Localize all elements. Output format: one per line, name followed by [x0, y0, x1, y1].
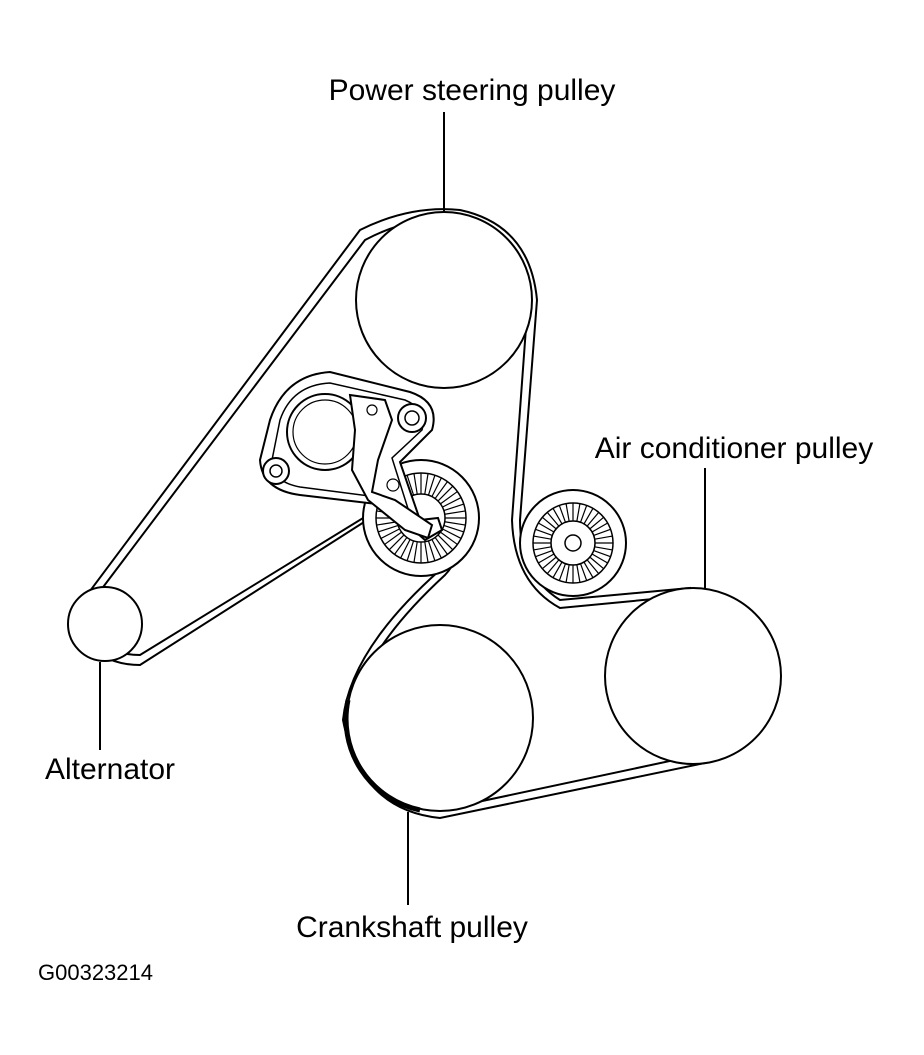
pulley-rib	[583, 561, 594, 578]
pulley-rib	[541, 556, 557, 570]
pulley-rib	[437, 534, 454, 551]
pulley-rib	[427, 475, 436, 496]
pulley-rib	[443, 524, 464, 533]
pulley-rib	[583, 508, 594, 525]
pulley-rib	[424, 541, 429, 563]
pulley-rib	[440, 531, 458, 545]
pulley-rib	[535, 528, 553, 537]
pulley-rib	[442, 528, 462, 539]
pulley-rib	[538, 522, 555, 533]
air-conditioner-pulley	[604, 587, 782, 765]
pulley-rib	[591, 522, 608, 533]
crankshaft-pulley	[343, 624, 534, 813]
alternator-label: Alternator	[45, 753, 175, 786]
pulley-rib	[413, 541, 418, 563]
power-steering-label: Power steering pulley	[329, 74, 616, 107]
pulley-rib	[579, 563, 588, 581]
pulley-rib	[406, 475, 415, 496]
tensioner-bracket	[258, 370, 444, 542]
pulley-rib	[593, 528, 611, 537]
power-steering-pulley	[355, 211, 533, 389]
pulley-rib	[413, 473, 418, 495]
pulley-rib	[431, 539, 442, 559]
pulley-rib	[378, 524, 399, 533]
idler-pulley	[519, 489, 627, 597]
pulley-rib	[406, 540, 415, 561]
figure-code: G00323214	[38, 960, 153, 985]
pulley-rib	[591, 553, 608, 564]
pulley-rib	[538, 553, 555, 564]
pulley-rib	[376, 521, 398, 526]
pulley-rib	[434, 537, 448, 555]
pulley-rib	[594, 535, 613, 540]
pulley-rib	[431, 477, 442, 497]
pulley-rib	[552, 561, 563, 578]
pulley-rib	[558, 563, 567, 581]
crankshaft-label: Crankshaft pulley	[296, 911, 528, 944]
pulley-rib	[444, 521, 466, 526]
pulley-rib	[388, 534, 405, 551]
pulley-rib	[380, 528, 400, 539]
pulley-rib	[444, 510, 466, 515]
pulley-rib	[579, 505, 588, 523]
pulley-rib	[546, 511, 560, 527]
alternator-pulley	[67, 586, 143, 662]
pulley-rib	[546, 559, 560, 575]
pulley-rib	[552, 508, 563, 525]
pulley-rib	[541, 516, 557, 530]
pulley-rib	[440, 491, 458, 505]
pulley-rib	[586, 511, 600, 527]
pulley-rib	[565, 503, 570, 522]
pulley-rib	[437, 485, 454, 502]
pulley-rib	[586, 559, 600, 575]
pulley-rib	[589, 516, 605, 530]
air-conditioner-label: Air conditioner pulley	[595, 432, 873, 465]
pulley-rib	[533, 546, 552, 551]
pulley-rib	[576, 503, 581, 522]
pulley-rib	[394, 537, 408, 555]
pulley-rib	[384, 531, 402, 545]
pulley-rib	[594, 546, 613, 551]
pulley-rib	[535, 549, 553, 558]
pulley-rib	[558, 505, 567, 523]
pulley-rib	[565, 564, 570, 583]
pulley-rib	[424, 473, 429, 495]
pulley-rib	[400, 539, 411, 559]
pulley-rib	[589, 556, 605, 570]
pulley-rib	[434, 481, 448, 499]
pulley-rib	[442, 497, 462, 508]
pulley-rib	[593, 549, 611, 558]
pulley-rib	[576, 564, 581, 583]
pulley-rib	[427, 540, 436, 561]
pulley-rib	[443, 503, 464, 512]
pulley-rib	[533, 535, 552, 540]
